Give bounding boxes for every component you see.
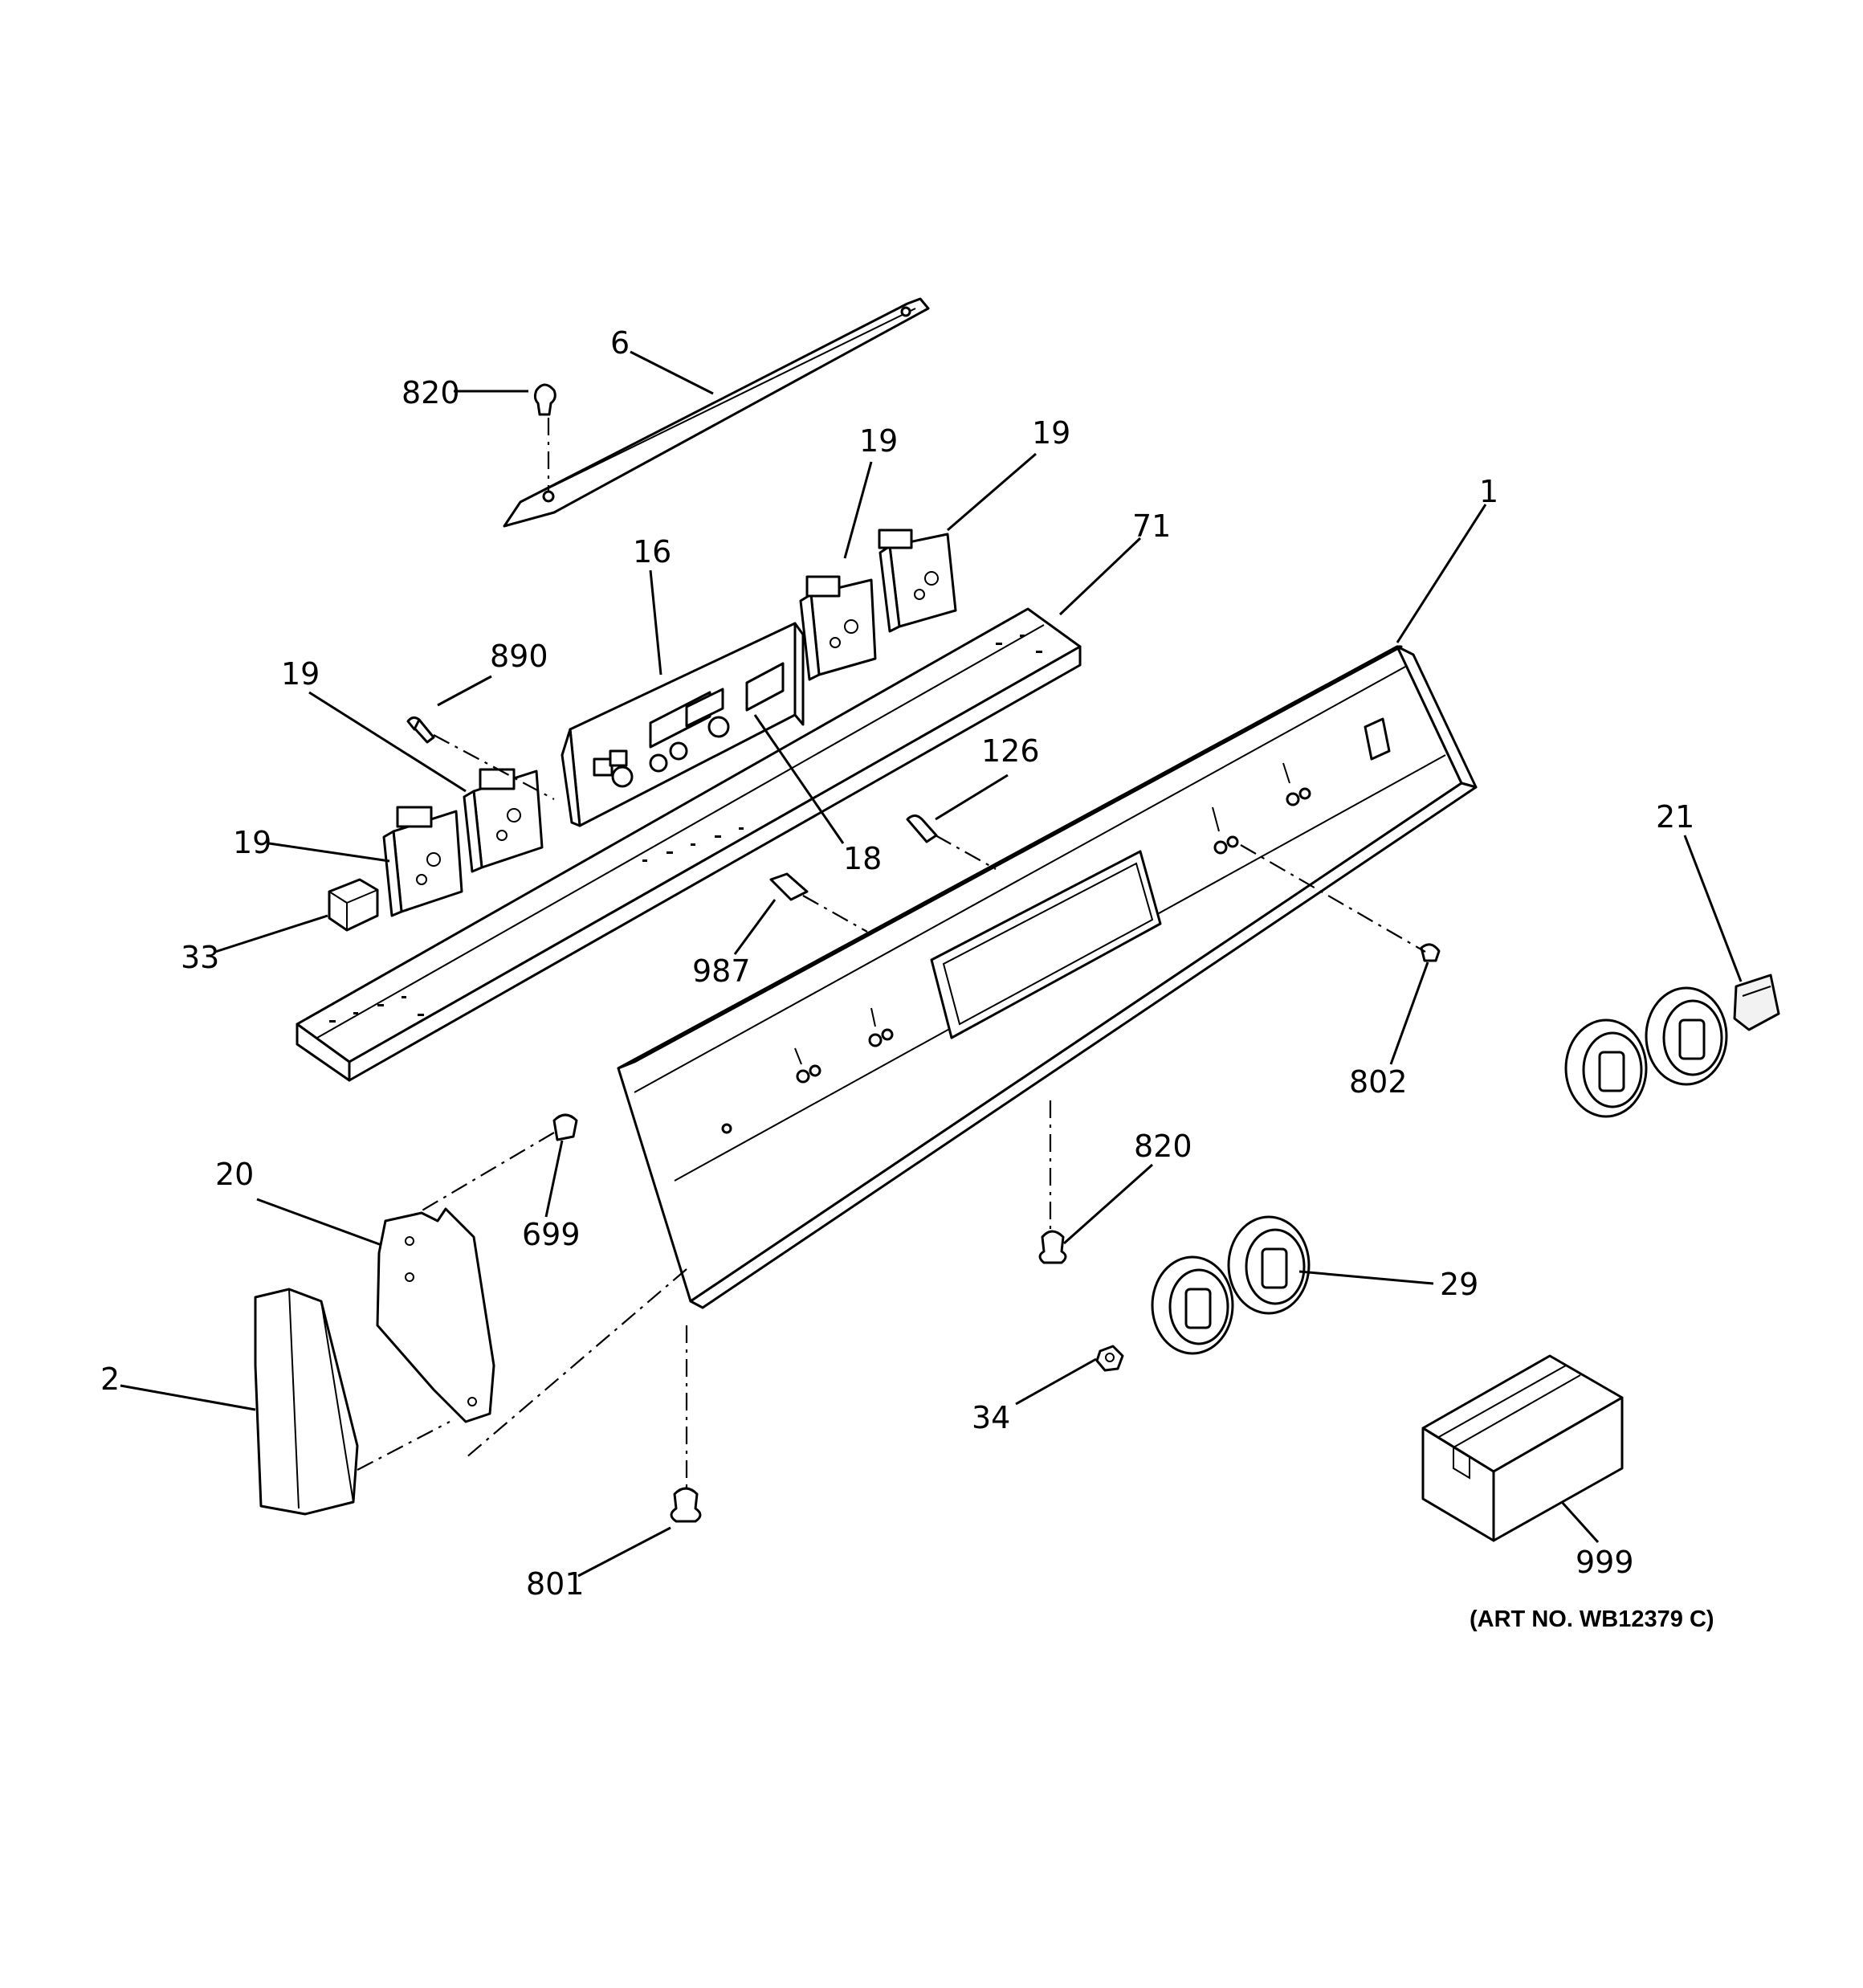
callout-126: 126 (981, 733, 1040, 769)
screw-820-bottom (1038, 1230, 1067, 1264)
screw-801 (670, 1487, 702, 1523)
callout-6: 6 (610, 325, 630, 361)
callout-19-b: 19 (1032, 415, 1070, 451)
insulation-channel-71 (296, 607, 1082, 1082)
callout-20: 20 (215, 1157, 254, 1192)
clip-987 (769, 872, 809, 901)
knob-29-lower (1151, 1255, 1234, 1355)
end-cap-2 (254, 1288, 359, 1516)
package-box-999 (1421, 1354, 1624, 1542)
knob-29-upper (1227, 1215, 1311, 1315)
callout-21: 21 (1656, 799, 1694, 835)
switch-19-left-lower (382, 806, 463, 917)
callout-18: 18 (843, 841, 882, 876)
callout-1: 1 (1479, 474, 1498, 509)
art-number: (ART NO. WB12379 C) (1470, 1606, 1714, 1632)
callout-16: 16 (633, 534, 671, 569)
callout-890: 890 (490, 639, 548, 674)
control-panel-1 (617, 645, 1478, 1309)
end-bracket-20 (376, 1207, 495, 1423)
switch-19-middle (799, 575, 877, 681)
callout-19-c: 19 (281, 656, 320, 692)
switch-21 (1733, 974, 1780, 1031)
screw-820-top (533, 383, 556, 416)
control-board-part (561, 622, 805, 827)
callout-820-bottom: 820 (1134, 1129, 1192, 1164)
switch-19-right (878, 529, 957, 633)
callout-19-a: 19 (859, 423, 898, 459)
knob-right-lower (1564, 1018, 1648, 1118)
switch-19-left-upper (463, 768, 544, 873)
screw-890 (406, 716, 435, 744)
callout-801: 801 (526, 1566, 585, 1602)
callout-71: 71 (1132, 508, 1171, 544)
callout-2: 2 (100, 1361, 120, 1397)
leader-lines (120, 350, 1743, 1578)
callout-999: 999 (1576, 1545, 1634, 1580)
callout-34: 34 (972, 1400, 1010, 1435)
callout-802: 802 (1349, 1064, 1408, 1100)
screw-699 (552, 1113, 578, 1141)
callout-19-d: 19 (233, 825, 271, 860)
knob-right-upper (1645, 986, 1728, 1086)
bracket-strip-part (503, 297, 930, 528)
screw-802 (1420, 943, 1441, 962)
nut-34 (1095, 1345, 1124, 1372)
callout-699: 699 (522, 1217, 581, 1252)
clip-126 (906, 814, 938, 843)
callout-33: 33 (181, 940, 219, 975)
callout-820-top: 820 (402, 375, 460, 410)
callout-29: 29 (1440, 1267, 1478, 1302)
small-switch-33 (328, 878, 379, 932)
callout-987: 987 (692, 953, 751, 989)
callout-labels: 6 820 19 19 1 71 16 890 19 19 126 21 18 … (100, 325, 1694, 1602)
